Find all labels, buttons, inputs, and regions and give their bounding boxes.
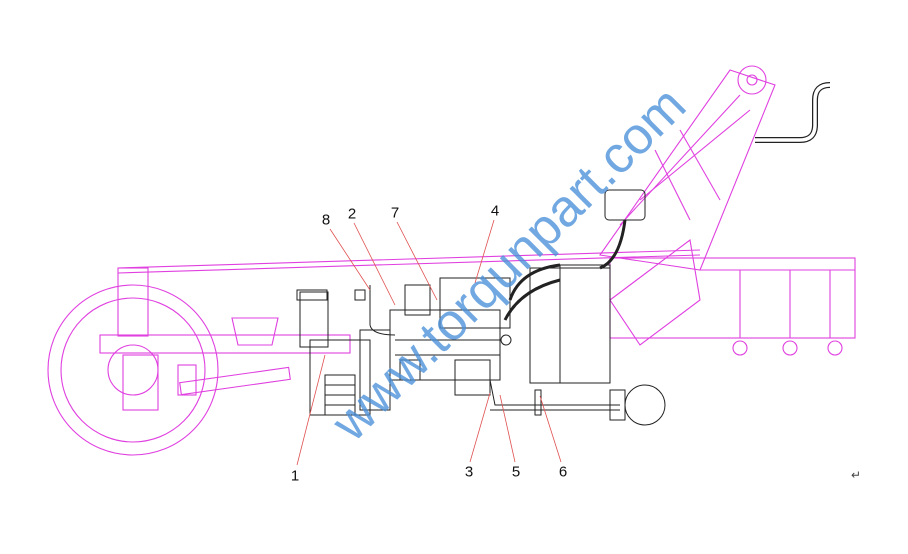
- paragraph-return-mark: ↵: [851, 468, 862, 482]
- wheel-bracket: [122, 354, 159, 411]
- wheel-outer: [47, 284, 219, 456]
- leader-5: [499, 394, 516, 463]
- conveyor-pulley: [737, 65, 767, 95]
- exhaust-pipe: [755, 82, 831, 143]
- front-post: [117, 267, 149, 337]
- main-beam-top: [117, 249, 701, 269]
- callout-6: 6: [558, 463, 568, 481]
- callout-2: 2: [347, 205, 357, 223]
- air-filter: [439, 277, 511, 329]
- callout-7: 7: [390, 204, 400, 222]
- leader-3: [469, 392, 491, 463]
- leader-lines: [296, 219, 562, 466]
- filter: [299, 291, 329, 348]
- inclined-conveyor: [599, 69, 776, 271]
- callout-8: 8: [321, 211, 331, 229]
- engine-block: [389, 309, 501, 381]
- leader-8: [329, 228, 371, 291]
- frame-structure: [47, 65, 856, 456]
- callout-3: 3: [464, 463, 474, 481]
- leader-1: [296, 354, 326, 466]
- main-beam-bottom: [117, 254, 701, 274]
- leader-4: [474, 219, 495, 284]
- callout-5: 5: [511, 463, 521, 481]
- drive-shaft: [179, 366, 291, 396]
- wheel-inner: [60, 297, 206, 443]
- lower-frame: [99, 334, 351, 354]
- leader-2: [353, 222, 396, 306]
- leader-6: [539, 395, 562, 463]
- machinery: [296, 82, 831, 426]
- callout-4: 4: [490, 202, 500, 220]
- hopper: [231, 317, 279, 346]
- callout-1: 1: [290, 467, 300, 485]
- fuel-tank: [624, 384, 666, 426]
- leader-7: [396, 221, 438, 301]
